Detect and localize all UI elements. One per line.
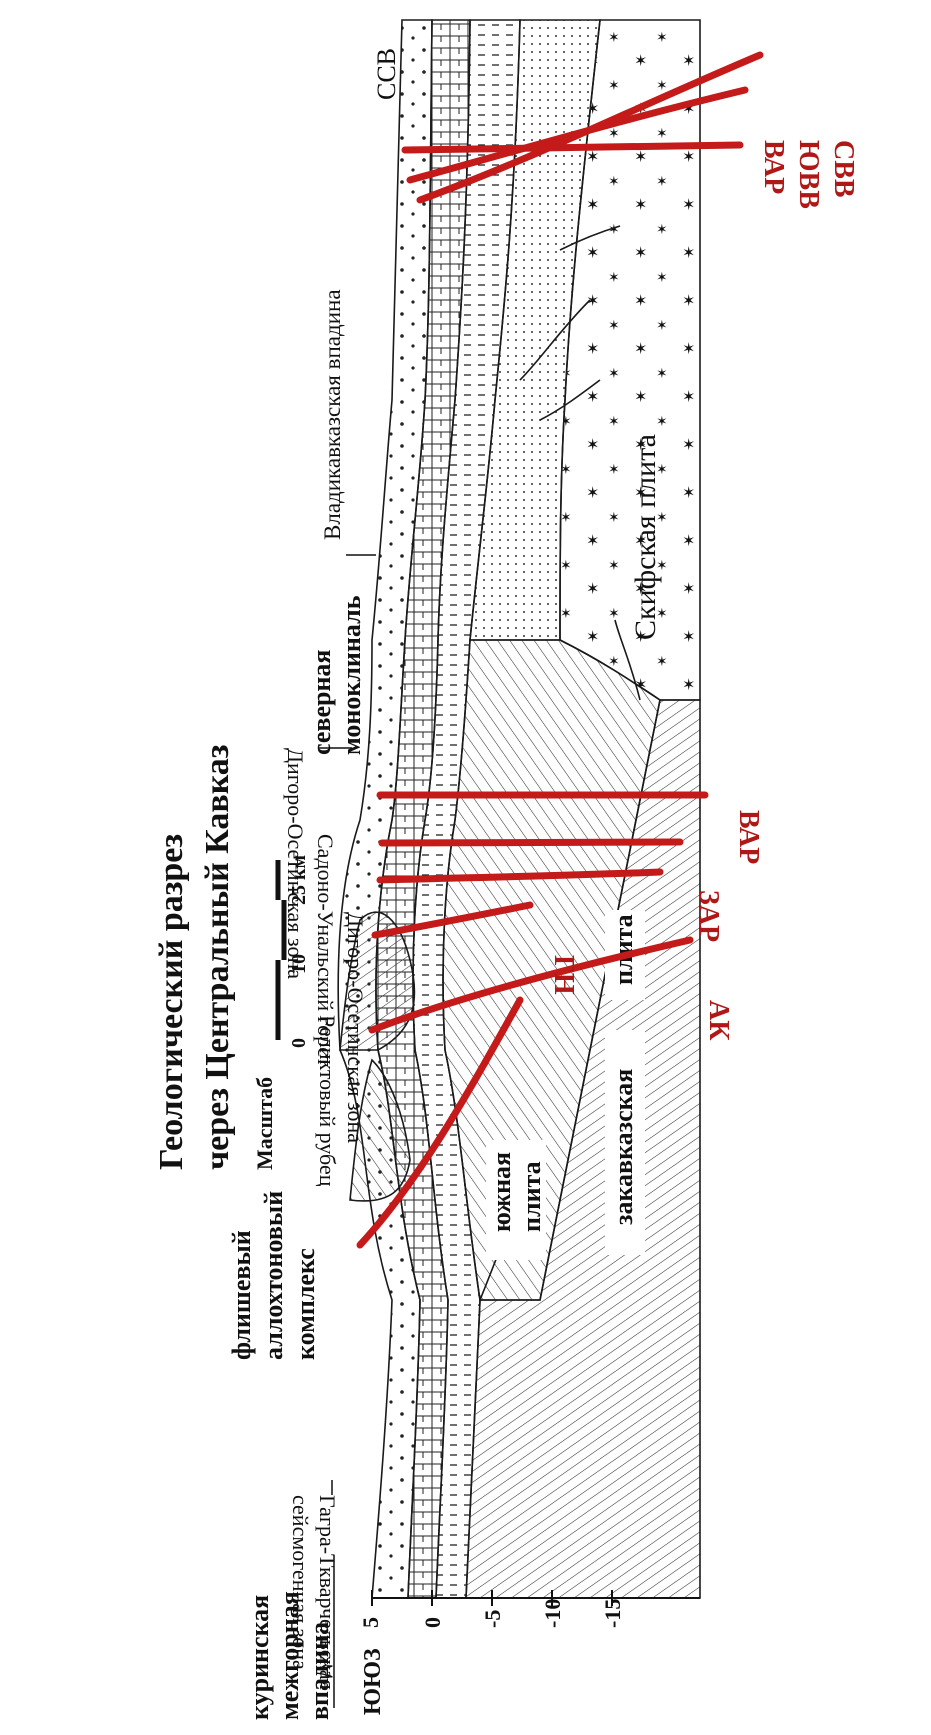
kura-label-1: куринская (245, 1595, 274, 1720)
south-plate-label-1: южная (487, 1152, 516, 1232)
transcaucasian-label-2: плита (609, 914, 638, 985)
fault-label-svv: СВВ (828, 140, 859, 198)
scythian-label: Скифская плита (629, 434, 662, 640)
depth-tick-label: -10 (540, 1599, 565, 1628)
vladikavkaz-label: Владикавказская впадина (320, 289, 345, 540)
gagra-label-1: Гагра-Ткварчельская (315, 1495, 340, 1690)
north-mono-label-1: северная (307, 650, 336, 756)
flysch-label-2: аллохтоновый (259, 1191, 288, 1360)
fault-label-var-north: ВАР (758, 140, 789, 194)
fault-label-gn: ГН (548, 955, 579, 995)
fault-label-var-mid: ВАР (733, 810, 764, 864)
sadon-label: Садоно-Унальский горст (313, 834, 338, 1067)
flysch-label-3: комплекс (291, 1248, 320, 1360)
depth-tick-label: -5 (480, 1610, 505, 1628)
depth-tick-label: 0 (420, 1617, 445, 1628)
fault-sadon (382, 842, 680, 843)
north-mono-label-2: моноклиналь (337, 595, 366, 755)
fault-label-yuvv: ЮВВ (793, 140, 824, 209)
title-line-1: Геологический разрез (153, 834, 190, 1170)
scale-tick-0: 0 (288, 1038, 310, 1048)
depth-tick-label: 5 (358, 1617, 383, 1628)
digoro-label-1: Дигоро-Осетинская зона (343, 912, 368, 1143)
south-plate-label-2: плита (517, 1161, 546, 1232)
fault-var-north (405, 145, 740, 150)
gagra-label-2: сейсмогенная зона (288, 1495, 313, 1670)
title-line-2: через Центральный Кавказ (199, 745, 236, 1170)
fault-label-zar: ЗАР (693, 890, 724, 942)
fault-label-ak: АК (703, 1000, 734, 1041)
depth-tick-label: -15 (600, 1599, 625, 1628)
scale-label: Масштаб (252, 1077, 277, 1170)
strata-layers (338, 20, 700, 1598)
direction-north: ССВ (372, 48, 401, 100)
direction-south: ЮЮЗ (360, 1648, 386, 1715)
flysch-label-1: флишевый (227, 1230, 256, 1360)
transcaucasian-label-1: закавказская (609, 1069, 638, 1225)
digoro-label-2: Дигоро-Осетинская зона (283, 748, 308, 979)
